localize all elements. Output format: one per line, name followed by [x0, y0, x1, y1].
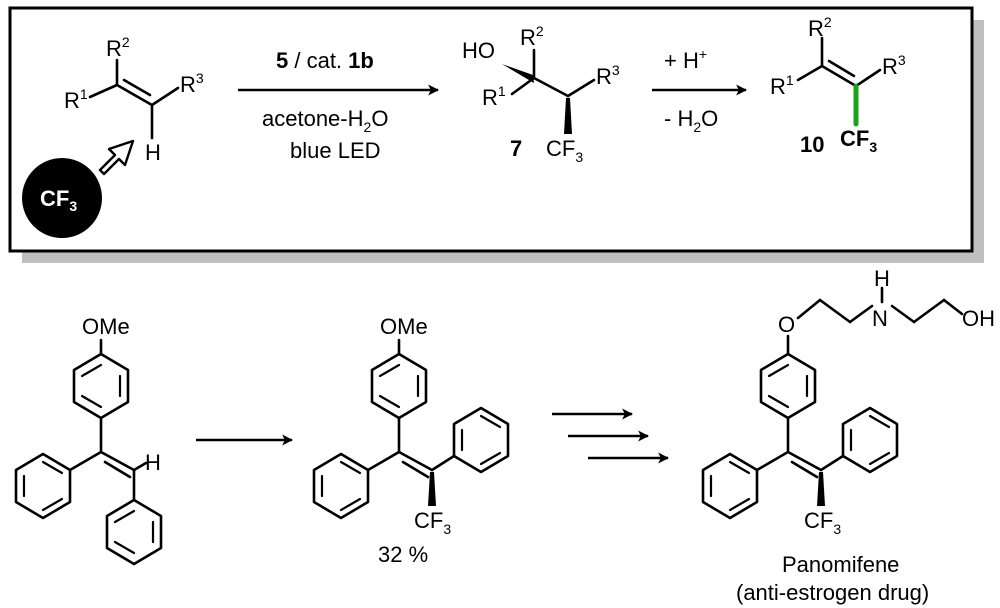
- drug-hydroxyl: OH: [962, 306, 995, 331]
- reagent-conditions: 5 / cat. 1b: [276, 48, 374, 73]
- sm-phenyl-bottom: [105, 498, 163, 566]
- box-frame: [8, 6, 974, 253]
- cf3-radical-badge: CF3: [22, 158, 102, 238]
- drug-name: Panomifene: [782, 552, 899, 577]
- drug-phenyl-left: [701, 452, 759, 520]
- dehydration-label: - H2O: [664, 106, 718, 135]
- prod-phenyl-right: [452, 406, 510, 474]
- intermediate-number: 7: [510, 136, 522, 161]
- panomifene: O N H OH: [701, 266, 995, 605]
- sm-ome: OMe: [82, 314, 130, 339]
- light-label: blue LED: [290, 138, 381, 163]
- prod-bold-bond: [428, 472, 436, 506]
- alkene-h: H: [145, 140, 161, 165]
- drug-phenyl-right: [841, 406, 899, 474]
- solvent-label: acetone-H2O: [262, 106, 388, 135]
- prod-cf3: CF3: [840, 126, 877, 155]
- alkene-r3: R3: [180, 70, 204, 97]
- drug-bold-bond: [817, 472, 825, 506]
- product-10: R2 R1 R3 CF3 10: [770, 14, 906, 157]
- reaction-box: [8, 6, 984, 263]
- sm-h: H: [145, 450, 161, 475]
- drug-nitrogen: N: [872, 306, 888, 331]
- bold-bond: [564, 98, 572, 134]
- wedge-bond: [502, 64, 534, 83]
- prod-r2: R2: [808, 14, 832, 41]
- prod-r3: R3: [882, 52, 906, 79]
- yield-label: 32 %: [378, 542, 428, 567]
- prod-ome: OMe: [380, 314, 428, 339]
- prod-anisyl-ring: [370, 352, 428, 420]
- cf3-product: OMe CF3 32 %: [312, 314, 510, 567]
- acid-label: + H+: [664, 46, 707, 73]
- alkene-r2: R2: [106, 34, 130, 61]
- int-r3: R3: [596, 62, 620, 89]
- drug-cf3-label: CF3: [804, 508, 841, 537]
- int-r2: R2: [520, 23, 544, 50]
- product-number: 10: [800, 132, 824, 157]
- alkene-r1: R1: [64, 86, 88, 113]
- generic-alkene: R2 R1 R3 H: [64, 34, 204, 165]
- starting-material: OMe H: [14, 314, 163, 566]
- intermediate-7: HO R2 R1 R3 CF3 7: [462, 23, 620, 165]
- prod-r1: R1: [770, 72, 794, 99]
- prod-cf3-label: CF3: [414, 508, 451, 537]
- drug-class: (anti-estrogen drug): [736, 580, 929, 605]
- int-r1: R1: [482, 83, 506, 110]
- cf3-badge-text: CF3: [40, 186, 77, 214]
- drug-ether-o: O: [778, 312, 795, 337]
- multistep-arrows: [552, 408, 670, 464]
- int-cf3: CF3: [546, 136, 583, 165]
- drug-nh-h: H: [874, 266, 890, 291]
- drug-phenoxy-ring: [759, 352, 817, 420]
- sm-anisyl-ring: [72, 352, 130, 420]
- int-ho: HO: [462, 38, 495, 63]
- attack-arrow: [98, 139, 135, 176]
- sm-phenyl-left: [14, 452, 72, 520]
- prod-phenyl-left: [312, 452, 370, 520]
